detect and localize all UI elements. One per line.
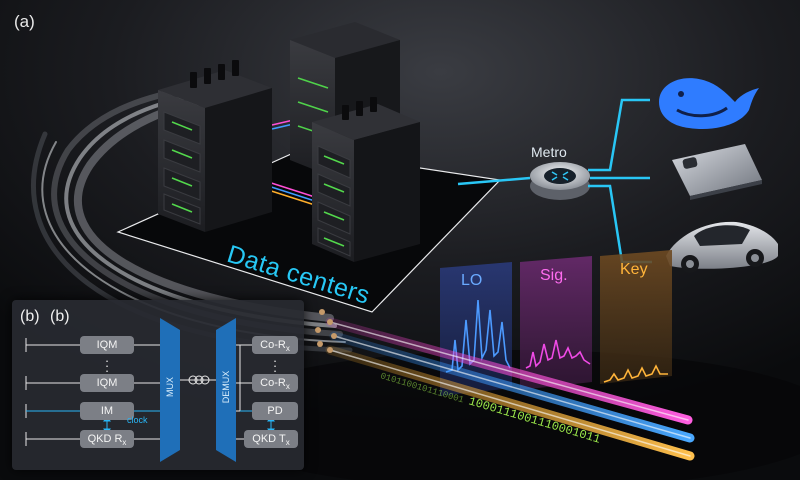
- inset-tag-right: (b): [50, 308, 70, 325]
- smartphone-icon: [672, 144, 762, 200]
- inset-panel-b: (b) (b) IQM ··· IQM IM QKD Rx clock Co-R…: [12, 300, 304, 470]
- card-title-key: Key: [620, 261, 648, 278]
- fiber-bundle-straight: [325, 317, 695, 461]
- card-title-lo: LO: [461, 272, 483, 289]
- rx-ellipsis: ···: [272, 353, 278, 378]
- tx-block-iqm-2: IQM: [80, 374, 134, 392]
- fiber-spool-icon: [188, 375, 210, 385]
- rx-block-co-rx-1: Co-Rx: [252, 336, 298, 354]
- spectrum-card-sig: [520, 256, 592, 390]
- tx-block-im: IM: [80, 402, 134, 420]
- tx-ellipsis: ···: [104, 353, 110, 378]
- mux-block: [160, 318, 180, 462]
- metro-label: Metro: [531, 144, 567, 160]
- rx-block-pd: PD: [252, 402, 298, 420]
- metro-node: [530, 162, 590, 200]
- card-title-sig: Sig.: [540, 267, 568, 284]
- spectrum-card-key: [600, 250, 672, 384]
- key-spectrum-trace: [603, 364, 668, 383]
- clock-label: clock: [127, 415, 148, 425]
- inset-tag-left: (b): [20, 308, 40, 325]
- link-to-metro: [457, 176, 531, 186]
- rx-block-qkd-tx: QKD Tx: [244, 430, 298, 448]
- panel-a-label: (a): [14, 12, 35, 31]
- demux-block: [216, 318, 236, 462]
- car-icon: [666, 221, 778, 273]
- tx-block-qkd-rx: QKD Rx: [80, 430, 134, 448]
- tx-block-iqm-1: IQM: [80, 336, 134, 354]
- ai-service-icon: [659, 78, 759, 130]
- demux-label: DEMUX: [221, 370, 231, 404]
- rx-block-co-rx-2: Co-Rx: [252, 374, 298, 392]
- server-rack-left: [158, 60, 272, 232]
- inset-wiring: [25, 318, 275, 462]
- mux-label: MUX: [165, 377, 175, 397]
- sig-spectrum-trace: [525, 339, 591, 369]
- fiber-ends: [315, 309, 337, 353]
- server-rack-front: [312, 97, 420, 262]
